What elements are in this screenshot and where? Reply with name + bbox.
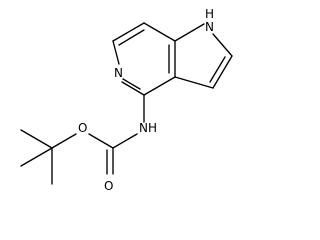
bond-c2-c3-inner — [209, 56, 226, 83]
bond-carbonyl-c-ester-o — [88, 133, 114, 149]
bond-quaternary-c-methyl-2 — [20, 147, 53, 167]
atom-label-n-pyridine: N — [114, 66, 123, 80]
bond-c2-c3 — [212, 55, 233, 89]
atom-label-n-pyrrole: N — [205, 20, 214, 34]
bond-c4-n5 — [121, 81, 145, 96]
bond-n1-c2 — [212, 33, 233, 57]
bond-n5-c6 — [112, 40, 120, 65]
bond-nh-carbonyl-c — [112, 133, 138, 149]
atom-label-o-ester: O — [78, 121, 87, 135]
chemical-structure-diagram: H N N N H O O — [20, 7, 233, 193]
atom-label-n-amide: N — [139, 121, 148, 135]
bond-c7-c7a — [143, 22, 176, 42]
bond-c3a-c4 — [143, 76, 176, 96]
bond-c4-n5-inner — [122, 78, 141, 90]
bond-c3-c3a — [174, 76, 214, 89]
bond-quaternary-c-methyl-1 — [20, 129, 53, 149]
bond-ester-o-quaternary-c — [51, 133, 77, 149]
atom-label-h-amide: H — [148, 121, 157, 135]
atom-label-o-carbonyl: O — [104, 179, 113, 193]
bond-c6-c7 — [112, 22, 145, 42]
atom-label-h-pyrrole: H — [205, 7, 214, 21]
bond-c7a-n1 — [174, 23, 205, 42]
bond-c6-c7-inner — [118, 29, 145, 46]
